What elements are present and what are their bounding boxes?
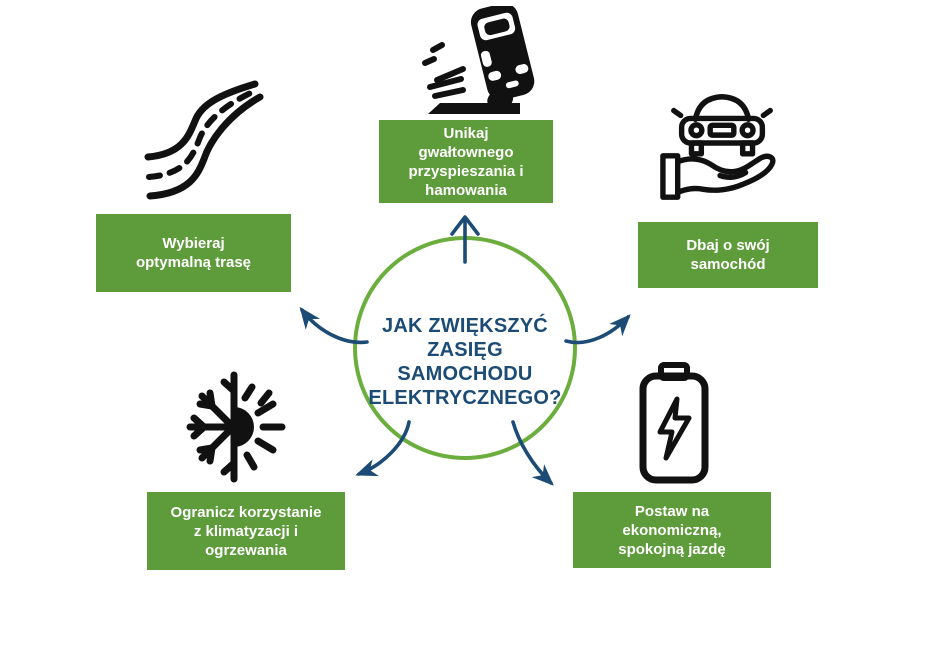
tip-box-eco-driving: Postaw na ekonomiczną, spokojną jazdę xyxy=(573,492,771,568)
arrow-top-icon xyxy=(450,215,480,264)
tip-label: Wybieraj optymalną trasę xyxy=(135,235,252,271)
arrow-lower-right-icon xyxy=(511,420,554,486)
tip-label: Postaw na ekonomiczną, spokojną jazdę xyxy=(618,502,726,558)
center-question-title: JAK ZWIĘKSZYĆ ZASIĘG SAMOCHODU ELEKTRYCZ… xyxy=(368,315,562,409)
tip-label: Unikaj gwałtownego przyspieszania i hamo… xyxy=(408,124,524,199)
tip-label: Ogranicz korzystanie z klimatyzacji i og… xyxy=(170,503,322,559)
tip-box-optimal-route: Wybieraj optymalną trasę xyxy=(96,214,291,292)
arrow-upper-right-icon xyxy=(564,314,631,345)
winding-road-icon xyxy=(144,80,264,200)
arrow-upper-left-icon xyxy=(299,306,369,345)
arrow-lower-left-icon xyxy=(355,420,411,477)
tip-box-car-care: Dbaj o swój samochód xyxy=(638,222,818,288)
tip-box-limit-ac-heating: Ogranicz korzystanie z klimatyzacji i og… xyxy=(147,492,345,570)
hand-holding-car-icon xyxy=(660,94,776,200)
tip-label: Dbaj o swój samochód xyxy=(686,237,770,273)
battery-bolt-icon xyxy=(639,362,709,484)
braking-car-icon xyxy=(422,6,535,114)
tip-box-avoid-hard-braking: Unikaj gwałtownego przyspieszania i hamo… xyxy=(379,120,553,203)
snowflake-sun-icon xyxy=(186,371,286,483)
